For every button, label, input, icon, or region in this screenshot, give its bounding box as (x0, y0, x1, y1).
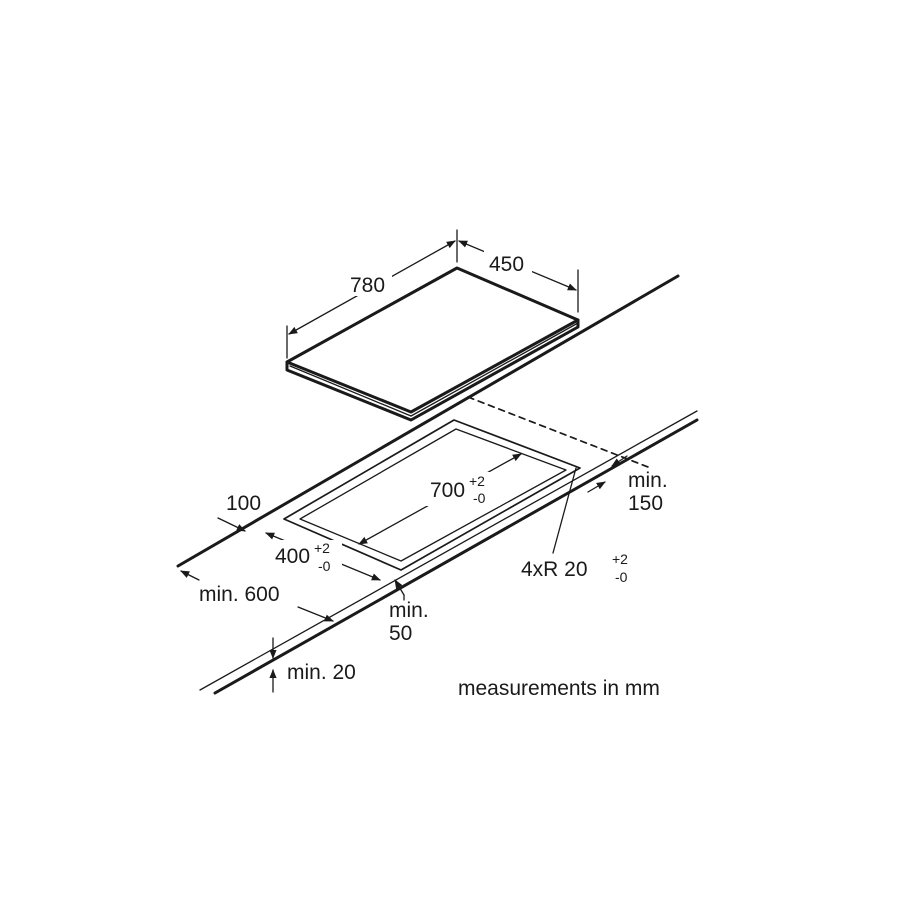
hob-top-surface (285, 266, 580, 414)
cutout-width-label: 700 (430, 479, 465, 502)
worktop-back-edge (176, 274, 680, 568)
thickness-label: min. 20 (287, 661, 356, 684)
measurements-note: measurements in mm (458, 677, 660, 700)
hob-dimensions: 780 450 (286, 229, 579, 359)
cutout-width-label-bg (426, 472, 500, 506)
cutout-depth-tol-minus: -0 (318, 558, 331, 574)
hob-dashed-projection (467, 396, 649, 468)
hob (285, 266, 649, 468)
cutout-outline-outer (283, 419, 581, 571)
front-clearance-label-line1: min. (389, 599, 429, 622)
cutout-width-tol-plus: +2 (469, 473, 485, 489)
radius-leader-line (552, 467, 577, 554)
hob-width-label-bg (344, 270, 392, 296)
cutout-dimensions: 700 +2 -0 400 +2 -0 4xR 20 +2 -0 (265, 453, 628, 585)
radius-label: 4xR 20 (521, 558, 588, 581)
wall-clearance-label-line1: min. (628, 469, 668, 492)
hob-bevel-line-right (410, 322, 579, 417)
hob-depth-label-bg (484, 250, 532, 276)
cutout-outline-inner (299, 428, 567, 562)
hob-bevel-line (289, 365, 412, 417)
below-clearance-arrow-right (297, 606, 334, 622)
below-clearance-arrow-left (180, 570, 200, 581)
cutout (283, 419, 581, 571)
worktop-front-edge-top (199, 410, 698, 691)
cutout-depth-label-bg (272, 540, 342, 574)
wall-clearance-arrow-right (587, 481, 606, 493)
front-clearance-arrow-top (394, 579, 405, 596)
hob-width-label: 780 (350, 274, 385, 297)
clearance-dimensions: 100 min. 150 min. 600 min. 50 min. 20 (180, 455, 668, 693)
front-clearance-label-line2: 50 (389, 622, 412, 645)
below-clearance-label: min. 600 (199, 583, 280, 606)
hob-depth-label: 450 (489, 253, 524, 276)
cutout-depth-label: 400 (275, 545, 310, 568)
cutout-width-tol-minus: -0 (473, 490, 486, 506)
back-clearance-label: 100 (226, 492, 261, 515)
back-clearance-arrow (217, 517, 246, 532)
hob-side-edge (285, 318, 580, 422)
wall-clearance-label-line2: 150 (628, 492, 663, 515)
cutout-depth-tol-plus: +2 (314, 540, 330, 556)
radius-tol-minus: -0 (615, 569, 628, 585)
radius-tol-plus: +2 (612, 551, 628, 567)
wall-clearance-arrow-left (611, 455, 628, 467)
